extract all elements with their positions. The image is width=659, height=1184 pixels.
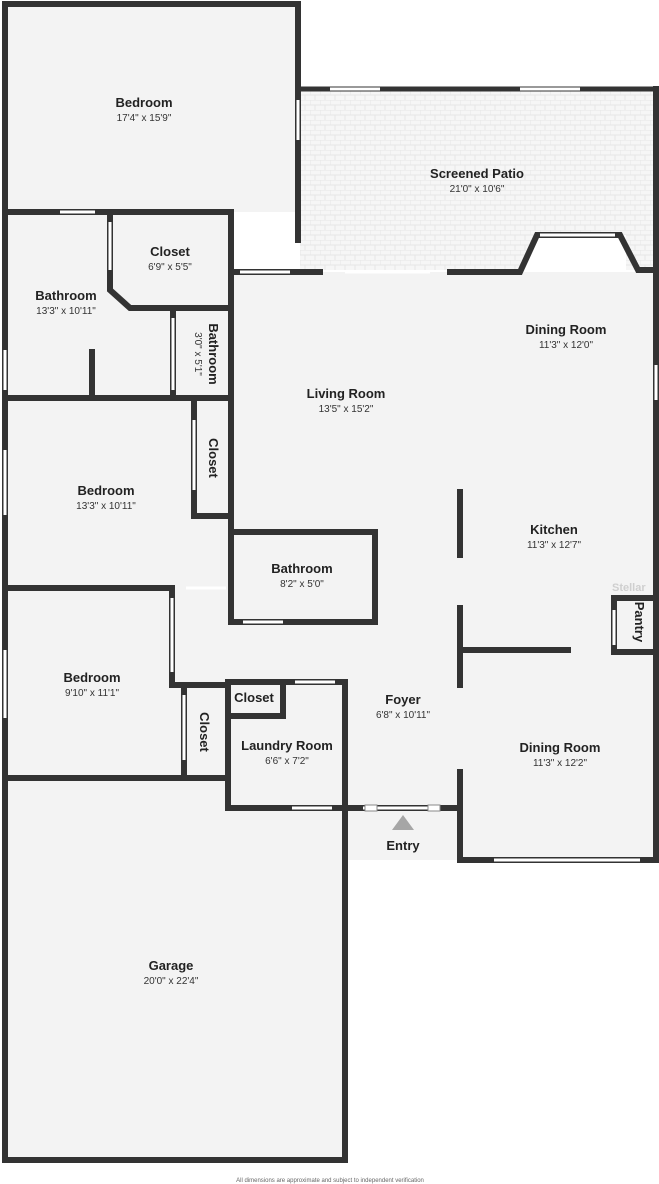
- watermark: Stellar: [612, 582, 646, 594]
- room-name-pantry: Pantry: [632, 602, 647, 643]
- room-dim-dining-room-top: 11'3" x 12'0": [539, 340, 594, 351]
- room-name-bedroom-master: Bedroom: [115, 95, 172, 110]
- room-name-foyer: Foyer: [385, 692, 420, 707]
- room-dim-kitchen: 11'3" x 12'7": [527, 540, 582, 551]
- room-name-screened-patio: Screened Patio: [430, 166, 524, 181]
- room-floors: [5, 5, 656, 1158]
- room-name-bathroom-small: Bathroom: [206, 323, 221, 384]
- room-dim-dining-room-bottom: 11'3" x 12'2": [533, 758, 588, 769]
- entry-arrow-icon: [392, 815, 414, 830]
- room-dim-living-room: 13'5" x 15'2": [319, 404, 374, 415]
- room-name-bathroom-master: Bathroom: [35, 288, 96, 303]
- entry-label: Entry: [386, 838, 420, 853]
- room-dim-bedroom-lower: 9'10" x 11'1": [65, 688, 120, 699]
- entry-marker: [364, 804, 441, 830]
- room-name-closet-lower: Closet: [197, 712, 212, 752]
- openings: [3, 87, 658, 862]
- room-name-dining-room-top: Dining Room: [526, 322, 607, 337]
- room-dim-foyer: 6'8" x 10'11": [376, 710, 431, 721]
- room-dim-bedroom-mid: 13'3" x 10'11": [76, 501, 136, 512]
- room-name-bathroom-hall: Bathroom: [271, 561, 332, 576]
- room-name-dining-room-bottom: Dining Room: [520, 740, 601, 755]
- room-dim-laundry-room: 6'6" x 7'2": [265, 756, 309, 767]
- footnote: All dimensions are approximate and subje…: [236, 1178, 424, 1184]
- room-dim-closet-master: 6'9" x 5'5": [148, 262, 192, 273]
- room-name-closet-master: Closet: [150, 244, 190, 259]
- room-name-living-room: Living Room: [307, 386, 386, 401]
- room-name-bedroom-lower: Bedroom: [63, 670, 120, 685]
- room-dim-garage: 20'0" x 22'4": [144, 976, 199, 987]
- room-name-closet-laundry: Closet: [234, 690, 274, 705]
- room-dim-bathroom-master: 13'3" x 10'11": [36, 306, 96, 317]
- room-name-laundry-room: Laundry Room: [241, 738, 333, 753]
- room-name-kitchen: Kitchen: [530, 522, 578, 537]
- room-dim-bathroom-small: 3'0" x 5'1": [192, 332, 203, 376]
- room-name-closet-mid: Closet: [206, 438, 221, 478]
- patio-floor: [300, 89, 656, 270]
- room-name-garage: Garage: [149, 958, 194, 973]
- room-dim-bathroom-hall: 8'2" x 5'0": [280, 579, 324, 590]
- room-labels: Bedroom 17'4" x 15'9" Screened Patio 21'…: [35, 95, 647, 987]
- room-dim-screened-patio: 21'0" x 10'6": [450, 184, 505, 195]
- room-dim-bedroom-master: 17'4" x 15'9": [117, 113, 172, 124]
- room-name-bedroom-mid: Bedroom: [77, 483, 134, 498]
